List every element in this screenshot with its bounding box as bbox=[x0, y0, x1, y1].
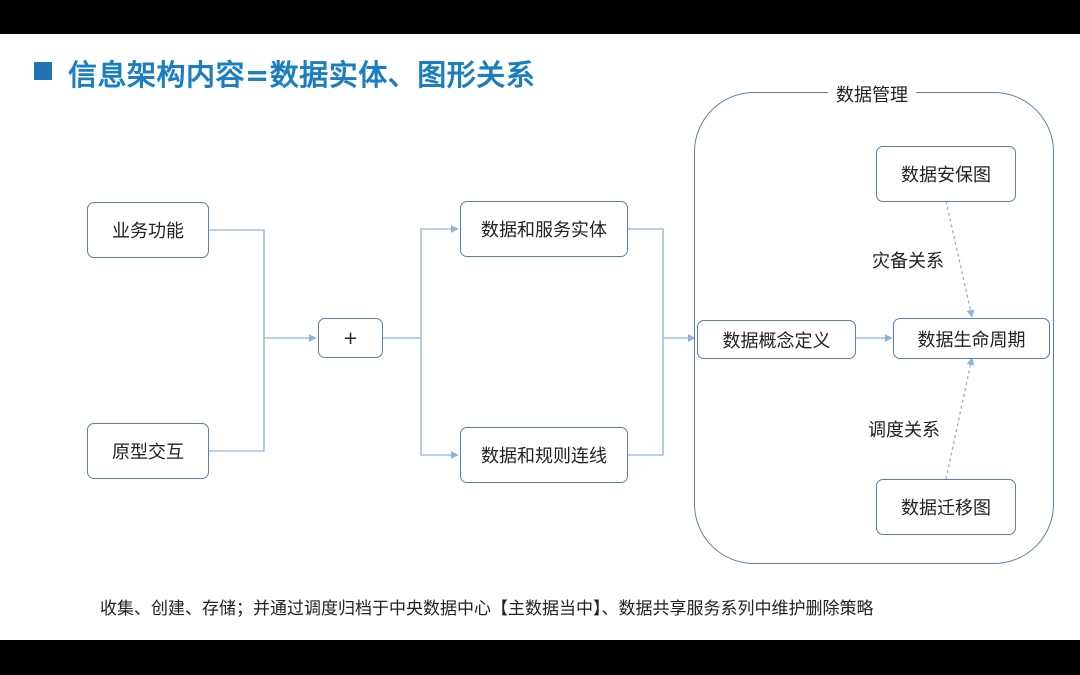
node-plus: + bbox=[318, 318, 383, 358]
edge-business-function-to-plus bbox=[209, 229, 317, 342]
node-data-lifecycle: 数据生命周期 bbox=[893, 318, 1050, 359]
edge-prototype-to-plus bbox=[209, 338, 265, 452]
node-data-rule-connection: 数据和规则连线 bbox=[460, 427, 628, 483]
node-data-concept-definition: 数据概念定义 bbox=[697, 320, 856, 359]
node-data-security-graph: 数据安保图 bbox=[876, 146, 1016, 202]
label-scheduling: 调度关系 bbox=[868, 416, 940, 442]
node-prototype-interaction: 原型交互 bbox=[87, 423, 209, 479]
footer-note: 收集、创建、存储；并通过调度归档于中央数据中心【主数据当中】、数据共享服务系列中… bbox=[100, 599, 874, 619]
edge-plus-to-rule-connection bbox=[420, 338, 459, 459]
slide: 信息架构内容=数据实体、图形关系 数据管理 业务功能 原型交互 + 数据和 bbox=[0, 34, 1080, 640]
edge-migration-to-lifecycle bbox=[945, 357, 975, 480]
page-title: 信息架构内容=数据实体、图形关系 bbox=[68, 58, 536, 92]
edge-service-entity-to-concept bbox=[628, 228, 696, 342]
edge-plus-to-service-entity bbox=[383, 225, 459, 339]
edge-rule-connection-to-concept bbox=[628, 338, 664, 456]
edge-security-to-lifecycle bbox=[945, 200, 975, 318]
node-data-service-entity: 数据和服务实体 bbox=[460, 201, 628, 257]
node-data-migration-graph: 数据迁移图 bbox=[876, 479, 1016, 535]
title-bullet-square bbox=[34, 62, 52, 80]
data-management-label: 数据管理 bbox=[828, 81, 916, 107]
connector-lines bbox=[209, 200, 975, 480]
node-business-function: 业务功能 bbox=[87, 202, 209, 258]
label-disaster-recovery: 灾备关系 bbox=[872, 247, 944, 273]
